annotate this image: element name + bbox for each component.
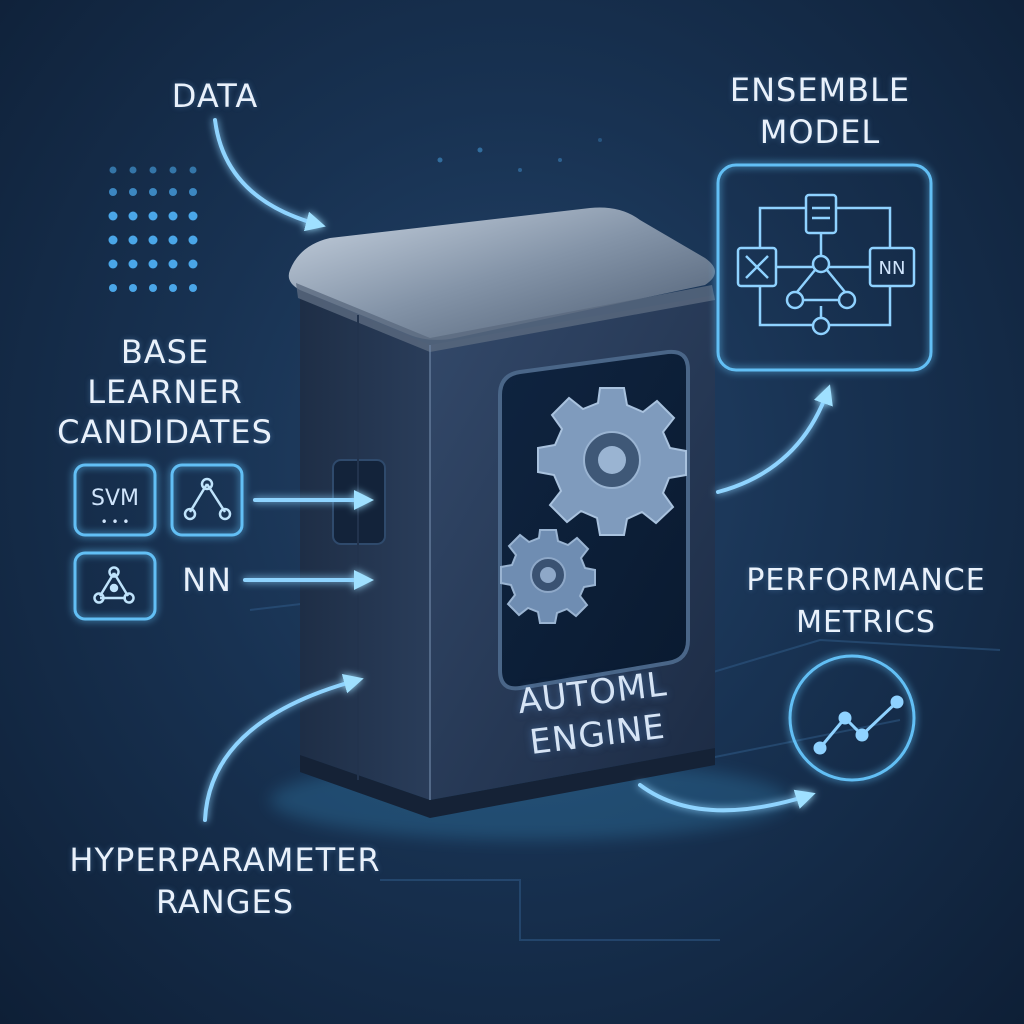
performance-metrics-circle	[788, 654, 916, 782]
line-chart-icon	[813, 695, 904, 755]
graph-icon	[93, 566, 135, 604]
hyperparameter-ranges-label: HYPERPARAMETER RANGES	[69, 841, 381, 921]
svm-label: SVM	[91, 486, 139, 511]
performance-metrics-label: PERFORMANCE METRICS	[746, 563, 986, 640]
large-gear-icon	[537, 387, 687, 536]
ensemble-model-box: NN	[716, 163, 933, 372]
ensemble-output-arrow	[716, 384, 833, 494]
nn-label: NN	[182, 561, 232, 599]
tree-icon	[183, 477, 232, 521]
svm-dots: • • •	[101, 515, 130, 529]
svm-candidate-box: SVM • • •	[73, 463, 157, 537]
data-label: DATA	[171, 77, 259, 115]
small-gear-icon	[500, 529, 596, 624]
flow-arrows	[203, 118, 833, 822]
ensemble-nn-label: NN	[879, 258, 906, 279]
tree-candidate-box	[170, 463, 244, 537]
metrics-output-arrow	[638, 783, 816, 813]
data-dots-icon	[108, 138, 602, 292]
base-learner-candidates-label: BASE LEARNER CANDIDATES	[57, 333, 273, 451]
ensemble-diagram-icon	[736, 193, 916, 336]
ensemble-model-label: ENSEMBLE MODEL	[729, 71, 911, 151]
graph-candidate-box	[73, 551, 157, 621]
data-arrow	[213, 118, 326, 232]
hyperparameter-arrow	[203, 674, 364, 822]
